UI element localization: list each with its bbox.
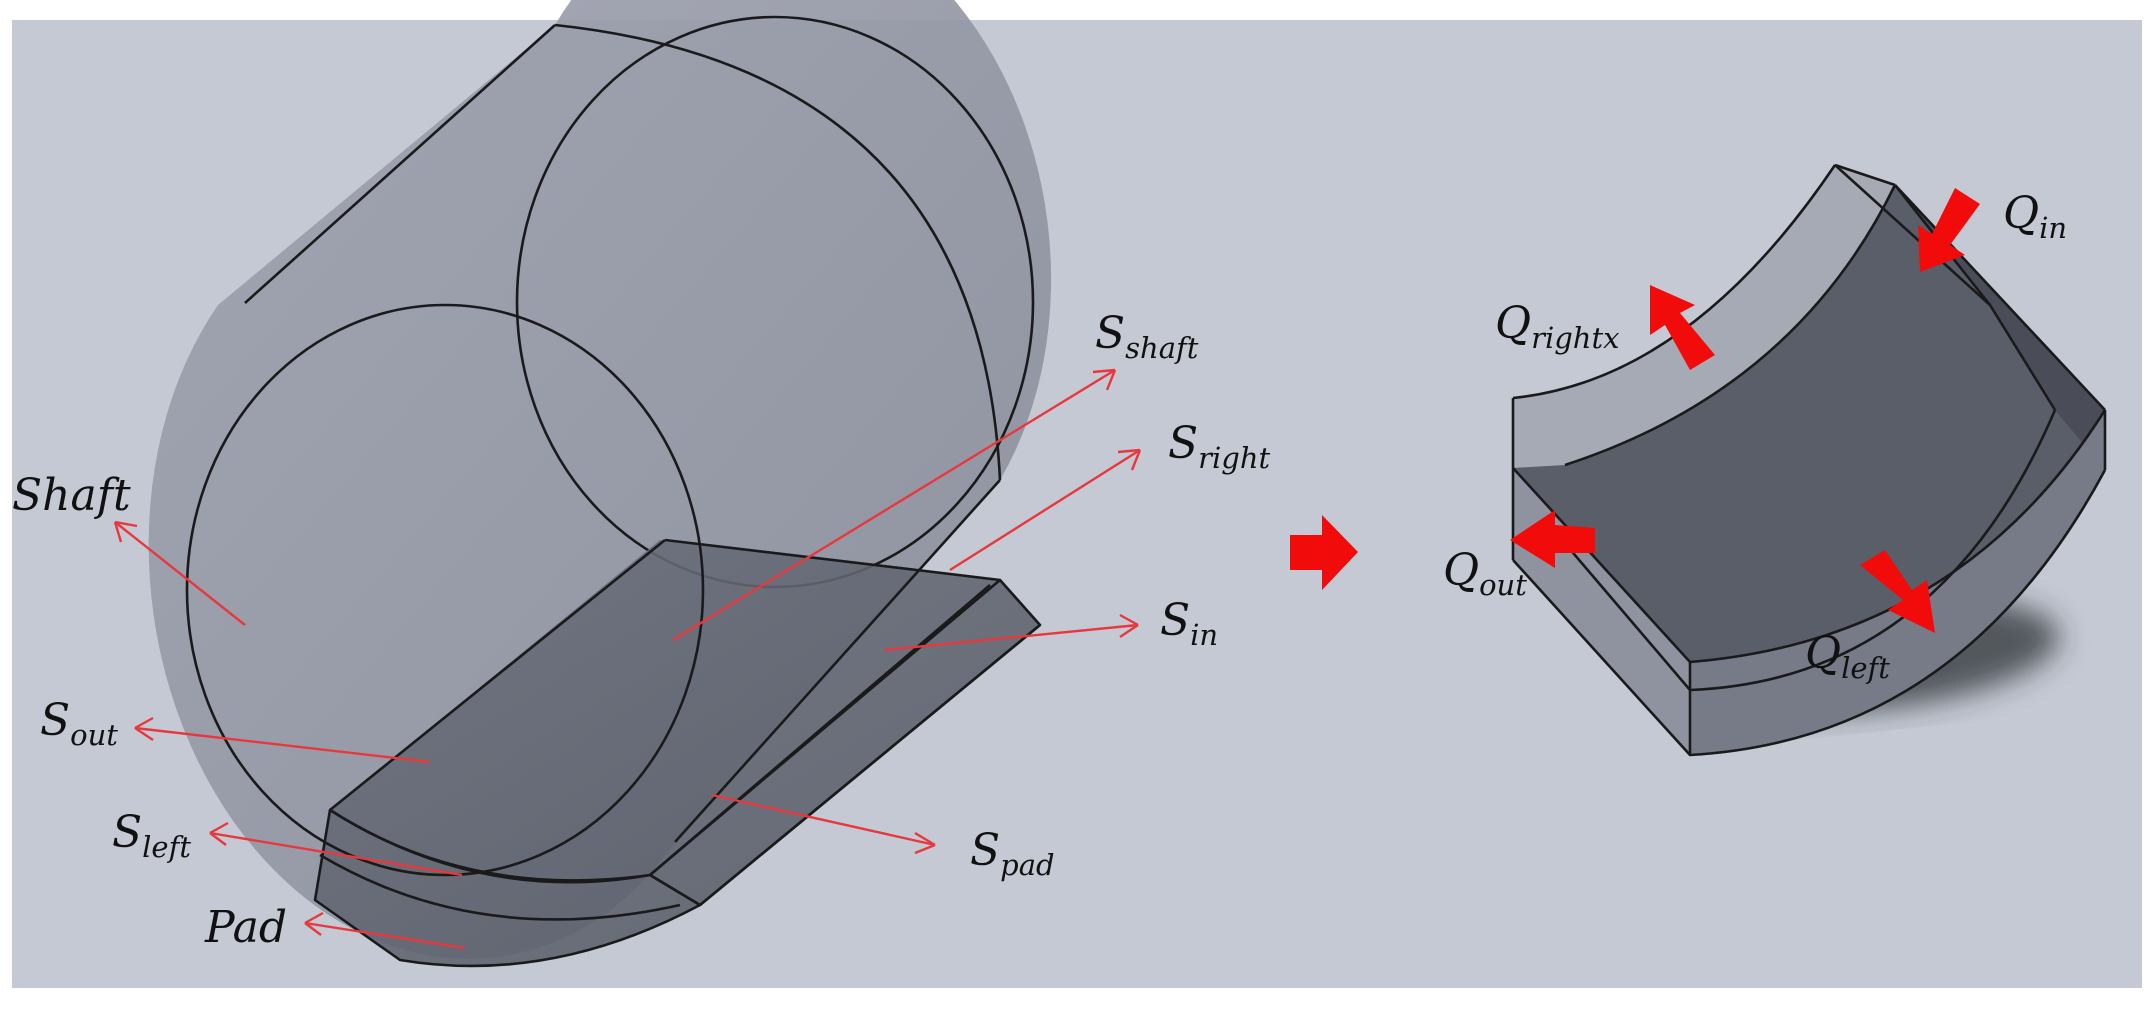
leader-lines	[113, 368, 1142, 950]
q-out-arrow-icon	[1510, 510, 1595, 568]
label-s-left-base: S	[112, 807, 142, 858]
label-s-in: Sin	[1160, 595, 1218, 652]
label-s-shaft-sub: shaft	[1125, 331, 1199, 365]
label-s-in-sub: in	[1190, 618, 1218, 652]
label-s-right: Sright	[1168, 418, 1271, 475]
shaft-front-face	[185, 303, 705, 877]
label-pad: Pad	[204, 902, 287, 953]
label-q-in-base: Q	[2003, 188, 2039, 239]
label-s-out-base: S	[40, 695, 70, 746]
label-q-out-sub: out	[1479, 568, 1527, 602]
label-q-left-sub: left	[1841, 651, 1890, 685]
pad-segment-top	[1513, 165, 2105, 662]
label-q-left: Qleft	[1805, 628, 1890, 685]
label-s-out-sub: out	[70, 718, 118, 752]
label-s-right-base: S	[1168, 418, 1198, 469]
shaft-pad-assembly	[148, 0, 1052, 968]
label-s-shaft: Sshaft	[1095, 308, 1199, 365]
label-s-left-sub: left	[142, 830, 191, 864]
label-s-in-base: S	[1160, 595, 1190, 646]
pad-block	[315, 540, 1040, 966]
label-shaft: Shaft	[12, 470, 131, 521]
flux-arrows	[1510, 188, 1980, 633]
right-arrow-icon	[1290, 515, 1358, 590]
label-q-in-sub: in	[2039, 211, 2067, 245]
label-q-left-base: Q	[1805, 628, 1841, 679]
pad-segment-front	[1690, 410, 2105, 755]
label-q-out: Qout	[1443, 545, 1527, 602]
shaft-body	[148, 0, 1052, 959]
label-s-pad-base: S	[970, 825, 1000, 876]
label-q-rightx-sub: rightx	[1531, 321, 1619, 355]
q-rightx-arrow-icon	[1650, 285, 1715, 370]
label-q-out-base: Q	[1443, 545, 1479, 596]
label-q-in: Qin	[2003, 188, 2067, 245]
label-s-shaft-base: S	[1095, 308, 1125, 359]
q-in-arrow-icon	[1918, 188, 1980, 272]
label-s-pad-sub: pad	[1000, 848, 1054, 882]
label-s-out: Sout	[40, 695, 118, 752]
q-left-arrow-icon	[1860, 550, 1935, 633]
label-q-rightx: Qrightx	[1495, 298, 1619, 355]
label-s-pad: Spad	[970, 825, 1055, 882]
label-s-left: Sleft	[112, 807, 191, 864]
label-q-rightx-base: Q	[1495, 298, 1531, 349]
label-s-right-sub: right	[1198, 441, 1270, 475]
